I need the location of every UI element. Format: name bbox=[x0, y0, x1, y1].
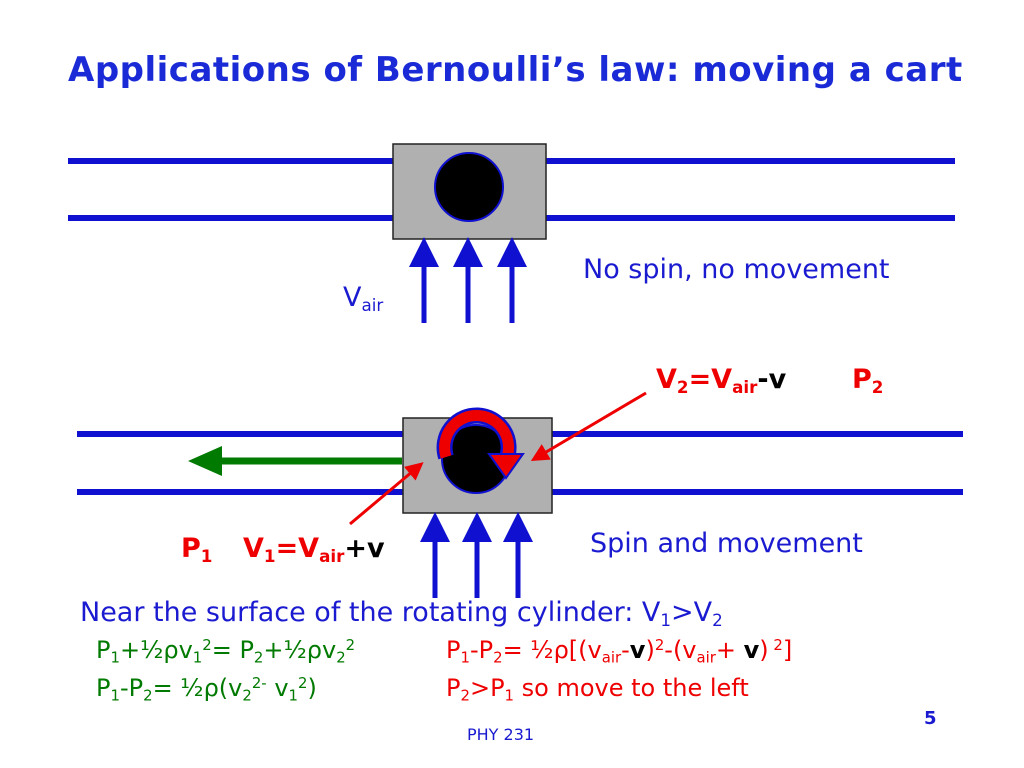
v2-pointer-arrow bbox=[530, 391, 647, 462]
spin-label: Spin and movement bbox=[590, 528, 863, 559]
p2-label: P2 bbox=[852, 364, 884, 398]
conclusion-text: P2>P1 so move to the left bbox=[446, 674, 749, 705]
v2-label: V2=Vair-v bbox=[656, 364, 787, 398]
pressure-expansion-equation: P1-P2= ½ρ[(vair-v)2-(vair+ v) 2] bbox=[446, 636, 793, 667]
no-spin-label: No spin, no movement bbox=[583, 254, 890, 285]
p1-label: P1 bbox=[181, 533, 213, 567]
movement-arrow-icon bbox=[188, 446, 402, 476]
page-number: 5 bbox=[924, 708, 937, 729]
near-surface-text: Near the surface of the rotating cylinde… bbox=[80, 597, 723, 631]
v1-pointer-arrow bbox=[349, 462, 424, 526]
v1-label: V1=Vair+v bbox=[243, 533, 385, 567]
v-air-label: Vair bbox=[343, 282, 384, 316]
pressure-difference-equation: P1-P2= ½ρ(v22- v12) bbox=[96, 674, 317, 705]
bernoulli-equation: P1+½ρv12= P2+½ρv22 bbox=[96, 636, 356, 667]
footer-course: PHY 231 bbox=[467, 725, 535, 744]
top-cylinder bbox=[434, 152, 504, 222]
spin-arrow-icon bbox=[436, 407, 525, 480]
bottom-air-arrows bbox=[420, 512, 533, 598]
top-air-arrows bbox=[409, 237, 527, 323]
slide-title: Applications of Bernoulli’s law: moving … bbox=[68, 50, 963, 90]
